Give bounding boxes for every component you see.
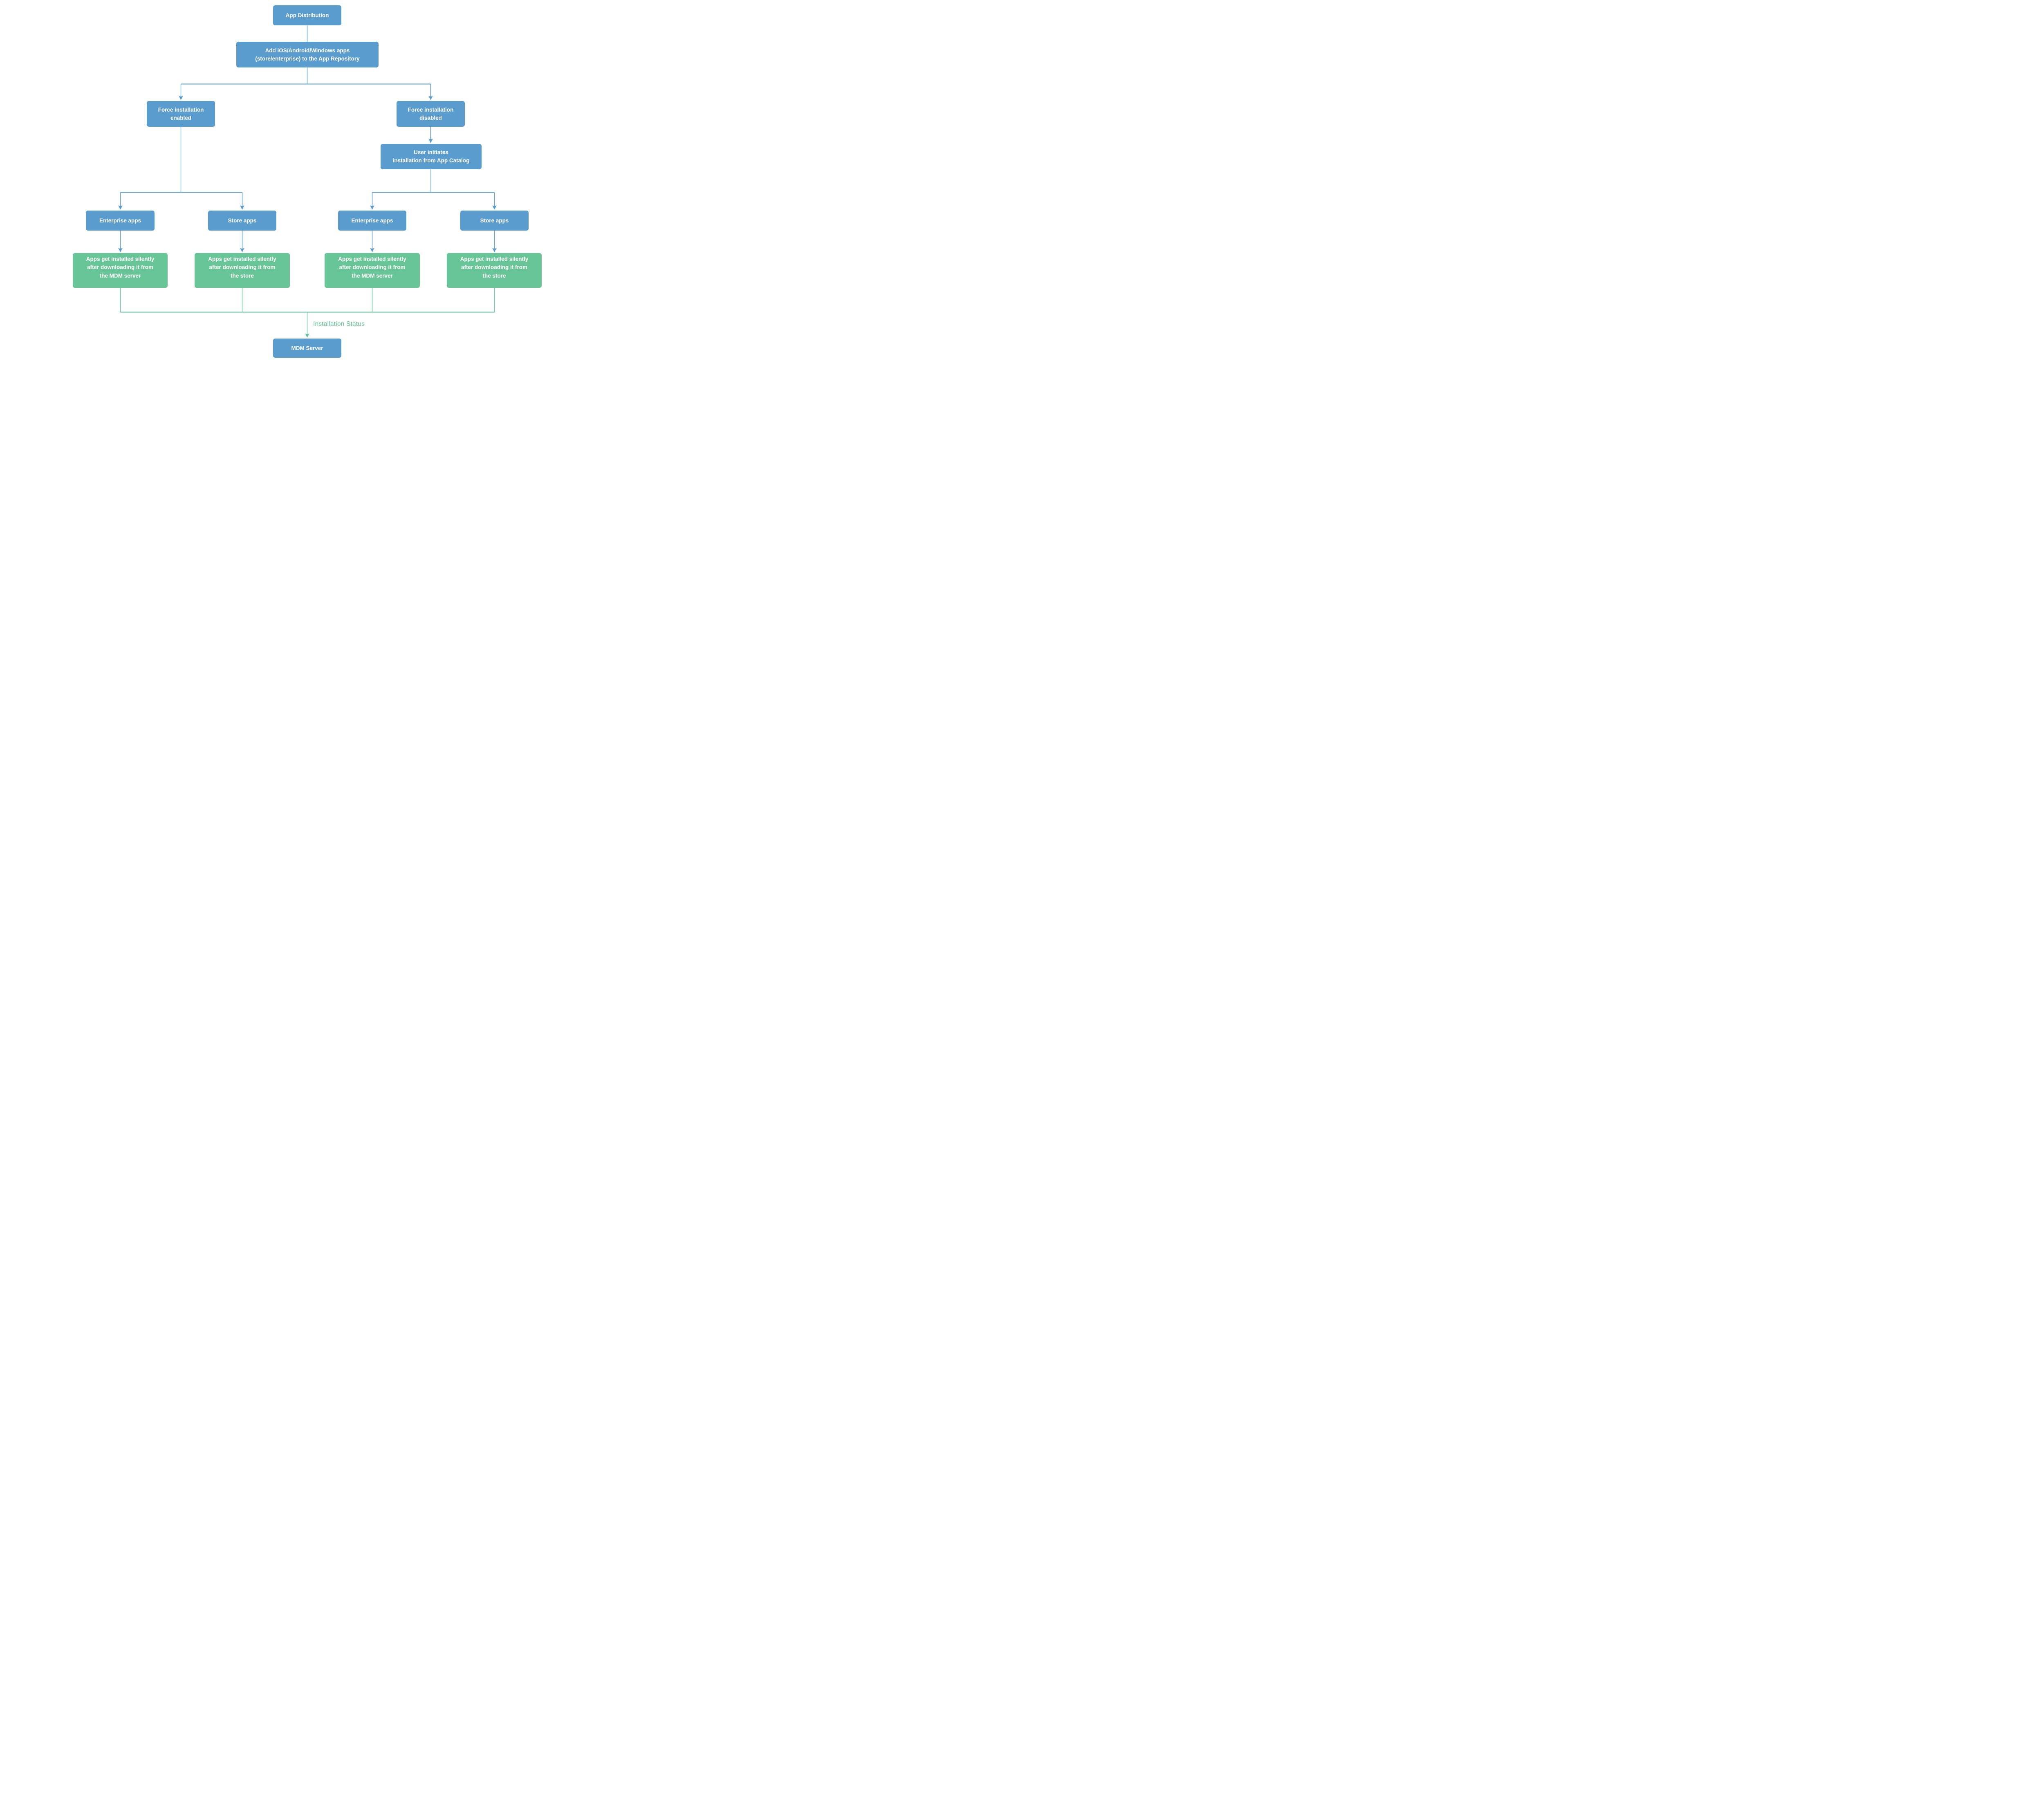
node-enterprise-apps-right: Enterprise apps bbox=[338, 211, 406, 231]
flowchart-canvas: App Distribution Add iOS/Android/Windows… bbox=[0, 0, 631, 360]
node-add-apps-to-repository: Add iOS/Android/Windows apps (store/ente… bbox=[236, 42, 379, 67]
arrowhead-green4 bbox=[492, 248, 497, 252]
node-silent-install-mdm-left: Apps get installed silently after downlo… bbox=[73, 253, 168, 288]
arrowhead-mdm-server bbox=[305, 333, 309, 338]
node-force-installation-disabled: Force installation disabled bbox=[397, 101, 465, 127]
node-store-apps-left: Store apps bbox=[208, 211, 276, 231]
arrowhead-force-enabled bbox=[179, 96, 183, 100]
node-mdm-server: MDM Server bbox=[273, 339, 341, 358]
node-silent-install-mdm-right: Apps get installed silently after downlo… bbox=[325, 253, 420, 288]
arrowhead-store-right bbox=[492, 205, 497, 210]
arrowhead-enterprise-right bbox=[370, 205, 374, 210]
arrowhead-store-left bbox=[240, 205, 244, 210]
node-user-initiates-installation: User initiates installation from App Cat… bbox=[381, 144, 482, 169]
arrowhead-force-disabled bbox=[428, 96, 433, 100]
node-silent-install-store-right: Apps get installed silently after downlo… bbox=[447, 253, 542, 288]
node-app-distribution: App Distribution bbox=[273, 5, 341, 25]
node-enterprise-apps-left: Enterprise apps bbox=[86, 211, 155, 231]
arrowhead-green1 bbox=[118, 248, 123, 252]
node-store-apps-right: Store apps bbox=[460, 211, 529, 231]
installation-status-label: Installation Status bbox=[313, 321, 365, 327]
connector-layer bbox=[118, 25, 497, 338]
blue-connectors bbox=[118, 25, 497, 252]
green-connectors bbox=[120, 288, 495, 338]
node-force-installation-enabled: Force installation enabled bbox=[147, 101, 215, 127]
arrowhead-green3 bbox=[370, 248, 374, 252]
arrowhead-green2 bbox=[240, 248, 244, 252]
arrowhead-enterprise-left bbox=[118, 205, 123, 210]
arrowhead-user-initiates bbox=[428, 139, 433, 143]
node-silent-install-store-left: Apps get installed silently after downlo… bbox=[195, 253, 290, 288]
